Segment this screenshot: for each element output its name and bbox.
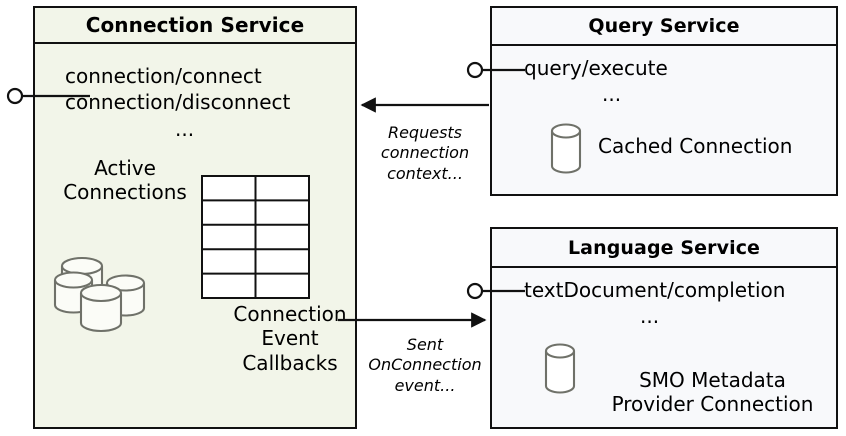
connection-service-title: Connection Service: [35, 8, 355, 44]
active-connections-label: Active Connections: [63, 156, 187, 205]
query-service-interface-list: query/execute: [524, 56, 668, 80]
component-language-service[interactable]: Language Service textDocument/completion…: [490, 227, 838, 429]
connection-event-callbacks-label: Connection Event Callbacks: [233, 302, 347, 375]
component-connection-service[interactable]: Connection Service connection/connect co…: [33, 6, 357, 429]
language-service-body: textDocument/completion ... SMO Metadata…: [492, 268, 836, 427]
connection-service-body: connection/connect connection/disconnect…: [35, 44, 355, 427]
query-service-title: Query Service: [492, 8, 836, 46]
query-service-ellipsis: ...: [602, 82, 622, 106]
query-service-body: query/execute ... Cached Connection: [492, 46, 836, 194]
connection-service-ellipsis: ...: [175, 117, 195, 141]
language-service-ellipsis: ...: [640, 304, 660, 328]
edge-label-requests-connection-context: Requests connection context...: [380, 123, 470, 183]
cached-connection-label: Cached Connection: [598, 134, 793, 158]
edge-label-sent-onconnection-event: Sent OnConnection event...: [368, 335, 482, 395]
connection-service-interface-list: connection/connect connection/disconnect: [65, 64, 291, 114]
language-service-interface-list: textDocument/completion: [524, 278, 786, 302]
language-service-title: Language Service: [492, 229, 836, 268]
smo-metadata-provider-connection-label: SMO Metadata Provider Connection: [611, 368, 814, 417]
component-query-service[interactable]: Query Service query/execute ... Cached C…: [490, 6, 838, 196]
